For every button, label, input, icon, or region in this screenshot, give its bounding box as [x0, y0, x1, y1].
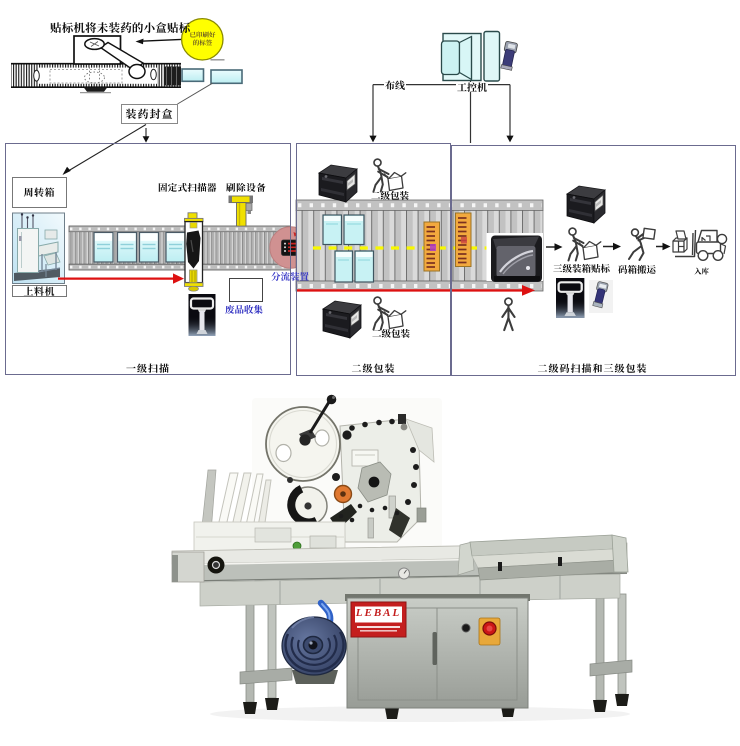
waste-collect-box [229, 278, 263, 302]
blower-motor [281, 599, 347, 684]
secondary-bottom-station-label: 二级包装 [372, 325, 411, 340]
tertiary-bottom-label: 二级码扫描和三级包装 [537, 360, 648, 375]
bus-label: 布线 [384, 76, 406, 92]
feeder-machine-photo [12, 212, 65, 284]
case-labeling-label: 三级装箱贴标 [553, 260, 611, 275]
brand-text: LEBAL [355, 607, 402, 619]
fill-box-text: 装药封盒 [125, 105, 174, 122]
warehouse-in-label: 入库 [694, 266, 709, 277]
bubble-line2: 的标签 [192, 38, 213, 48]
omni-scanner-photo [491, 235, 542, 282]
primary-bottom-label: 一级扫描 [126, 360, 170, 375]
fill-box-label: 装药封盒 [121, 104, 178, 124]
section-secondary-pack [296, 143, 451, 376]
feeder-label: 上料机 [12, 282, 67, 298]
power-button [461, 623, 471, 633]
fixed-scanner-label: 固定式扫描器 [158, 179, 217, 194]
secondary-pack-art [295, 158, 544, 339]
tertiary-art [486, 185, 728, 332]
fixed-scanner-device [184, 212, 204, 292]
estop-button [478, 617, 501, 646]
schematic-caption: 贴标机将未装药的小盒贴标 [50, 20, 191, 36]
industrial-pc [440, 30, 501, 82]
outfeed-tray [457, 534, 629, 581]
handheld-scanner-photo [589, 280, 613, 313]
case-moving-label: 码箱搬运 [618, 262, 657, 276]
primary-flow-arrow [58, 273, 184, 284]
section-primary-scan [5, 143, 291, 375]
secondary-bottom-label: 二级包装 [351, 360, 396, 375]
host-computer-wiring [369, 30, 518, 143]
flow-arrows [546, 242, 671, 251]
products-on-primary-belt [93, 231, 186, 263]
secondary-flow-arrow [296, 285, 535, 296]
scanner-by-pc [500, 41, 518, 71]
waste-collect-label: 废品收集 [225, 302, 264, 316]
label-reel [265, 394, 341, 482]
host-label: 工控机 [456, 78, 488, 94]
turnover-box-label: 周转箱 [12, 177, 67, 208]
diverter-label: 分流装置 [271, 268, 310, 283]
turnover-box-text: 周转箱 [23, 184, 55, 200]
secondary-top-station-label: 二级包装 [371, 187, 410, 202]
bubble-line1: 已印刷好 [189, 30, 216, 39]
brush-remover-label: 刷除设备 [226, 179, 267, 194]
labeler-schematic [11, 17, 243, 175]
brand-plate [350, 601, 407, 638]
products-on-wide-belt [322, 214, 375, 283]
brush-remover-device [228, 195, 253, 227]
labeling-machine-photo [171, 394, 633, 722]
feeder-text: 上料机 [23, 282, 55, 298]
section-tertiary-pack [450, 145, 736, 376]
coded-cartons [423, 212, 472, 272]
printed-label-bubble [180, 17, 224, 61]
primary-scan-art [12, 195, 312, 338]
bubble-text: 已印刷好 的标签 [182, 30, 223, 48]
